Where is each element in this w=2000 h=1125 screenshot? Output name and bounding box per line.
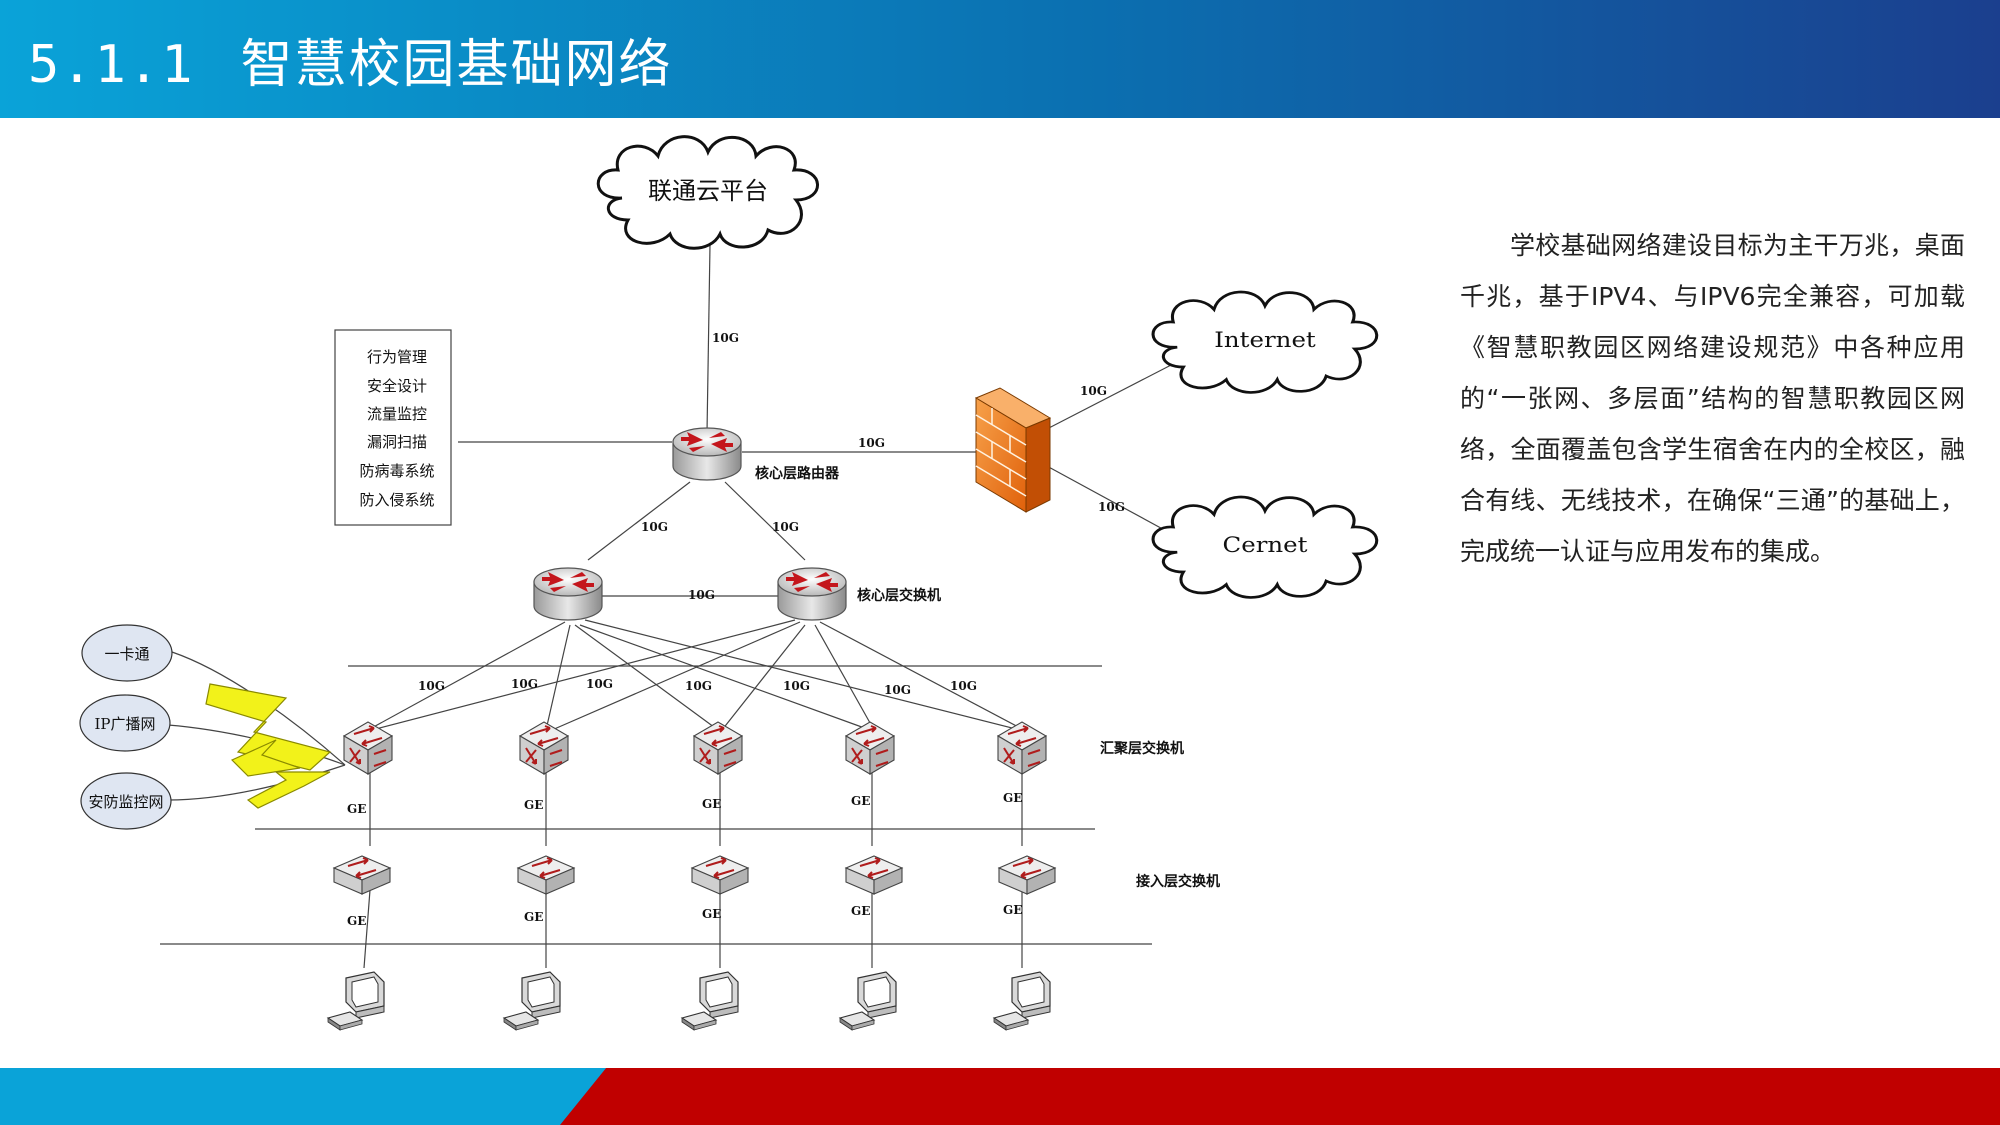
section-title: 智慧校园基础网络 (240, 35, 673, 95)
link-label: GE (851, 794, 870, 808)
link-label: 10G (586, 677, 613, 691)
page-title: 5.1.1 智慧校园基础网络 (28, 22, 673, 97)
cloud-unicom: 联通云平台 (596, 135, 820, 250)
link-label: 10G (685, 679, 712, 693)
security-item: 行为管理 (367, 348, 427, 366)
access-switch-icon (998, 855, 1056, 895)
system-security-label: 安防监控网 (88, 793, 163, 811)
link-label: 10G (511, 677, 538, 691)
link-label: GE (851, 904, 870, 918)
core-switch-icon-right (777, 567, 847, 621)
access-switch-icon (517, 855, 575, 895)
core-switch-label: 核心层交换机 (857, 587, 941, 604)
link-label: 10G (783, 679, 810, 693)
link-label: GE (1003, 903, 1022, 917)
cloud-internet-label: Internet (1214, 328, 1316, 352)
description-text: 学校基础网络建设目标为主干万兆，桌面千兆，基于IPV4、与IPV6完全兼容，可加… (1460, 231, 1965, 566)
system-ellipses: 一卡通 IP广播网 安防监控网 (79, 624, 173, 830)
firewall-icon (974, 387, 1052, 513)
link-label: 10G (884, 683, 911, 697)
security-item: 流量监控 (367, 405, 427, 423)
core-router-label: 核心层路由器 (755, 465, 840, 482)
security-item: 防病毒系统 (359, 462, 434, 480)
link-label: 10G (712, 331, 739, 345)
security-item: 漏洞扫描 (367, 433, 427, 451)
aggregation-switch-icon (519, 721, 569, 775)
link-label: GE (1003, 791, 1022, 805)
computer-icon (327, 971, 385, 1031)
link-label: 10G (418, 679, 445, 693)
section-number: 5.1.1 (28, 35, 195, 95)
link-label: 10G (641, 520, 668, 534)
cloud-unicom-label: 联通云平台 (648, 177, 768, 205)
cloud-internet: Internet (1151, 290, 1379, 394)
access-switch-icon (333, 855, 391, 895)
link-label: GE (524, 910, 543, 924)
cloud-cernet: Cernet (1151, 495, 1379, 599)
link-label: 10G (950, 679, 977, 693)
core-router-icon (672, 427, 742, 481)
core-switch-icon-left (533, 567, 603, 621)
header-bar: 5.1.1 智慧校园基础网络 (0, 0, 2000, 118)
security-box: 行为管理 安全设计 流量监控 漏洞扫描 防病毒系统 防入侵系统 (334, 329, 452, 526)
aggregation-switch-icon (845, 721, 895, 775)
link-label: GE (702, 907, 721, 921)
security-item: 防入侵系统 (359, 491, 434, 509)
aggregation-switch-icon (997, 721, 1047, 775)
computer-icon (681, 971, 739, 1031)
link-lines (160, 244, 1176, 969)
aggregation-label: 汇聚层交换机 (1100, 740, 1184, 757)
access-label: 接入层交换机 (1136, 873, 1220, 890)
link-label: 10G (688, 588, 715, 602)
link-label: GE (347, 802, 366, 816)
aggregation-switch-icon (343, 721, 393, 775)
system-broadcast-label: IP广播网 (94, 715, 155, 733)
access-switch-icon (845, 855, 903, 895)
link-label: GE (524, 798, 543, 812)
access-switch-icon (691, 855, 749, 895)
cloud-cernet-label: Cernet (1222, 533, 1308, 557)
computer-icon (503, 971, 561, 1031)
security-item: 安全设计 (367, 377, 427, 395)
link-label: 10G (858, 436, 885, 450)
computer-icon (993, 971, 1051, 1031)
link-label: GE (347, 914, 366, 928)
link-label: 10G (772, 520, 799, 534)
aggregation-switch-icon (693, 721, 743, 775)
link-label: GE (702, 797, 721, 811)
system-card-label: 一卡通 (104, 645, 149, 663)
footer-bar-red (560, 1068, 2000, 1125)
ten-g-labels: 10G 10G 10G 10G 10G 10G 10G 10G 10G 10G … (418, 331, 1125, 697)
ge-labels: GE GE GE GE GE GE GE GE GE GE (347, 791, 1022, 928)
network-diagram: 联通云平台 Internet Cernet 行为管理 安全设计 流量监控 漏洞扫… (79, 135, 1379, 1031)
link-label: 10G (1098, 500, 1125, 514)
computer-icon (839, 971, 897, 1031)
link-label: 10G (1080, 384, 1107, 398)
wireless-lightning-icon (205, 683, 332, 809)
